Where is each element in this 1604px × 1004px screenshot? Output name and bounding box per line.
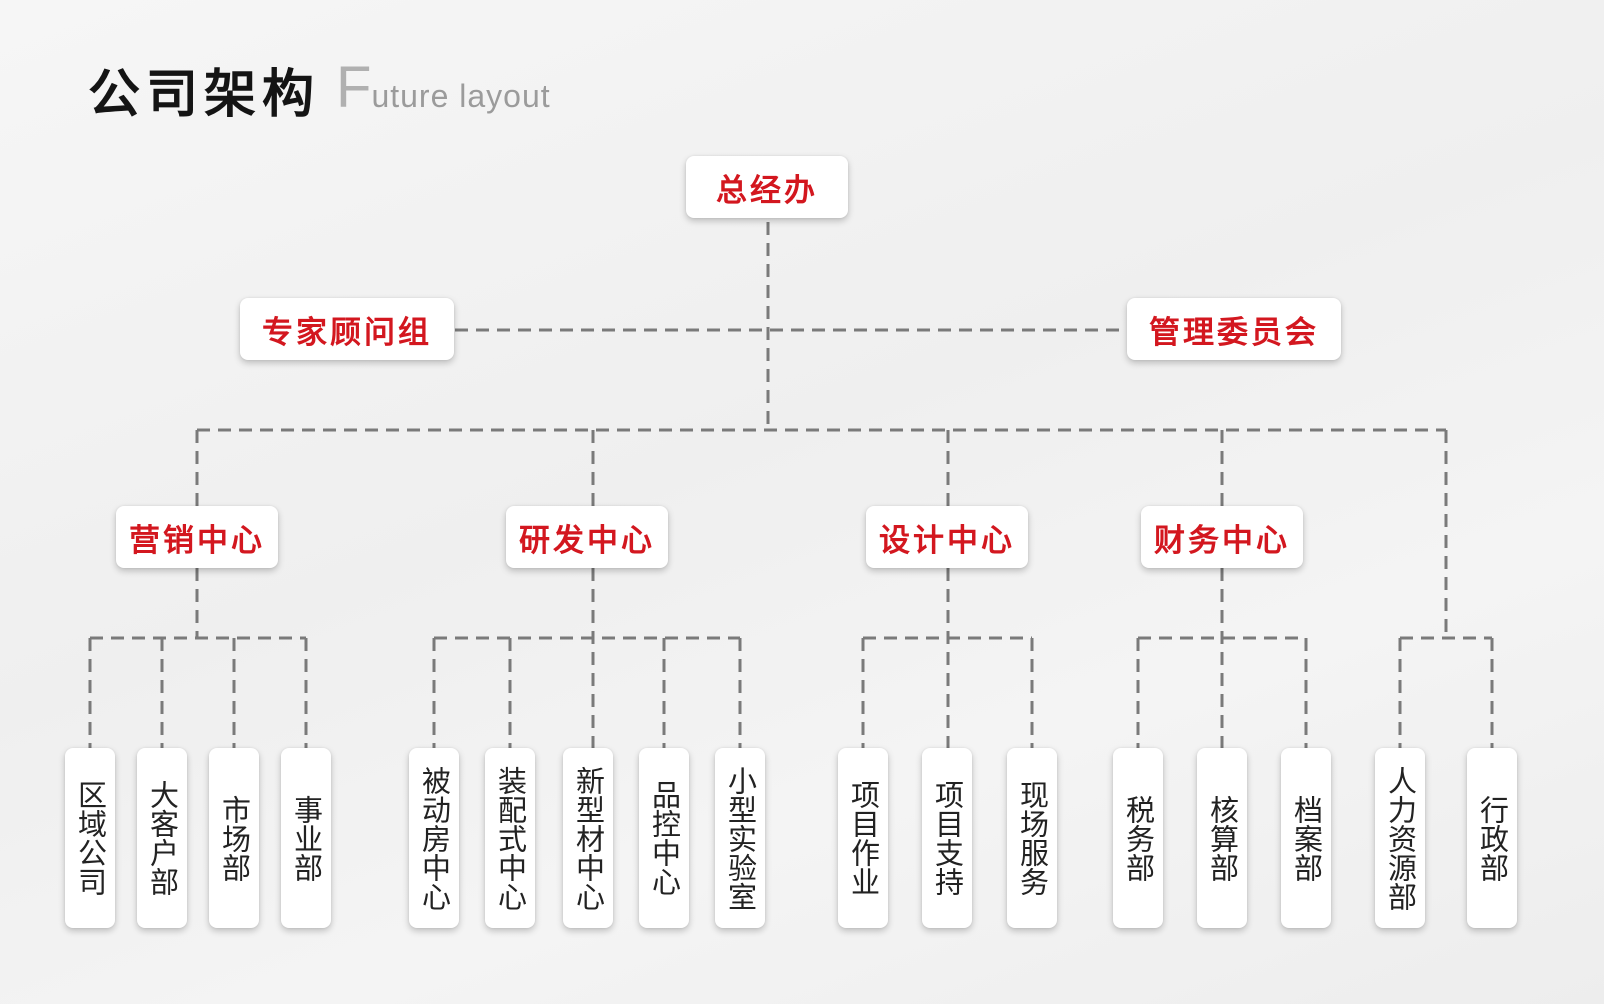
department-node: 大客户部 xyxy=(137,748,187,928)
node-design-center: 设计中心 xyxy=(866,506,1028,568)
department-node: 事业部 xyxy=(281,748,331,928)
department-node: 品控中心 xyxy=(639,748,689,928)
page-title: 公司架构 xyxy=(88,65,321,125)
department-node: 现场服务 xyxy=(1007,748,1057,928)
department-node: 项目支持 xyxy=(922,748,972,928)
node-finance-center: 财务中心 xyxy=(1141,506,1303,568)
department-node: 核算部 xyxy=(1197,748,1247,928)
department-node: 小型实验室 xyxy=(715,748,765,928)
node-rd-center: 研发中心 xyxy=(506,506,668,568)
department-node: 档案部 xyxy=(1281,748,1331,928)
department-node: 被动房中心 xyxy=(409,748,459,928)
department-node: 装配式中心 xyxy=(485,748,535,928)
node-general-office: 总经办 xyxy=(686,156,848,218)
department-node: 新型材中心 xyxy=(563,748,613,928)
department-node: 区域公司 xyxy=(65,748,115,928)
department-node: 人力资源部 xyxy=(1375,748,1425,928)
node-management-committee: 管理委员会 xyxy=(1127,298,1341,360)
department-node: 税务部 xyxy=(1113,748,1163,928)
subtitle-text: uture layout xyxy=(371,78,551,114)
department-node: 项目作业 xyxy=(838,748,888,928)
subtitle-initial: F xyxy=(336,55,372,120)
node-marketing-center: 营销中心 xyxy=(116,506,278,568)
department-node: 行政部 xyxy=(1467,748,1517,928)
node-expert-advisory-group: 专家顾问组 xyxy=(240,298,454,360)
department-node: 市场部 xyxy=(209,748,259,928)
page-subtitle: Future layout xyxy=(336,54,551,121)
